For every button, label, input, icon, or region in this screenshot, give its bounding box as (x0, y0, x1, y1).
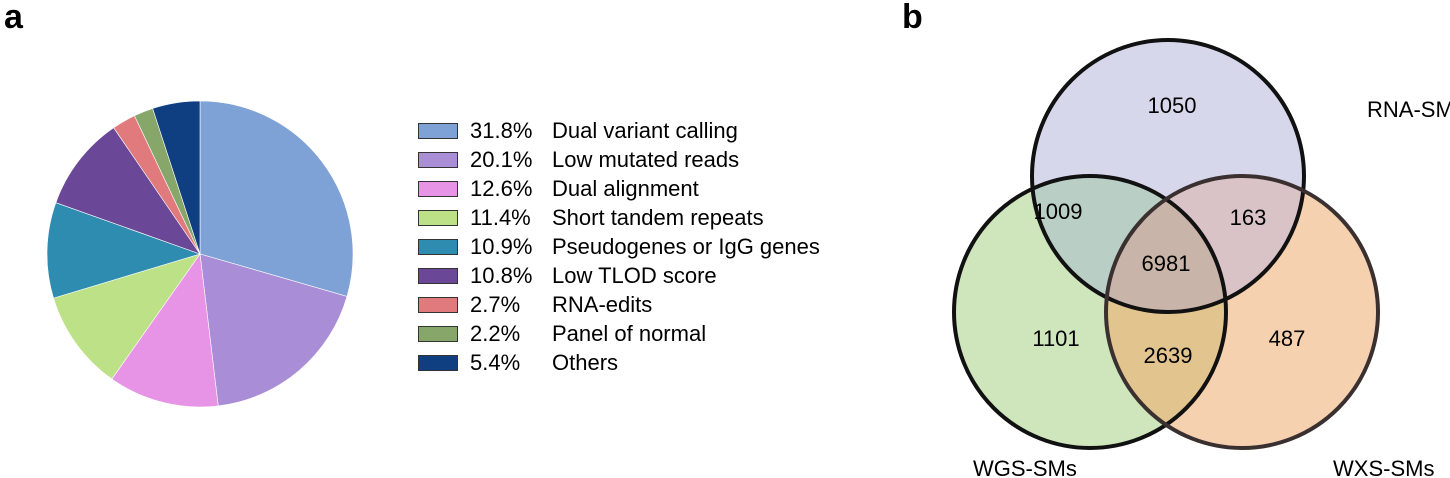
pie-slice-short-tandem-repeats (53, 253, 201, 380)
pie-legend: 31.8% Dual variant calling 20.1% Low mutate… (418, 116, 820, 377)
legend-item: 5.4% Others (418, 348, 820, 377)
legend-percent: 11.4% (470, 204, 531, 230)
legend-percent: 20.1% (470, 146, 533, 172)
legend-swatch (418, 238, 458, 255)
pie-chart (46, 100, 354, 408)
pie-slice-dual-alignment (111, 253, 219, 408)
legend-item: 2.7% RNA-edits (418, 290, 820, 319)
venn-diagram: 1050 1009 163 6981 1101 487 2639 RNA-SMsWGS-SMs… (952, 38, 1450, 478)
panel-label-b: b (902, 0, 923, 36)
pie-slice-dual-variant-calling (199, 100, 354, 297)
legend-percent: 2.2% (470, 320, 521, 346)
legend-swatch (418, 325, 458, 342)
pie-slice-others (152, 100, 201, 255)
legend-percent: 5.4% (470, 349, 521, 375)
legend-item: 10.9% Pseudogenes or IgG genes (418, 232, 820, 261)
legend-swatch (418, 151, 458, 168)
venn-count-rna-wgs: 1009 (1034, 199, 1083, 224)
legend-percent: 2.7% (470, 291, 521, 317)
legend-swatch (418, 209, 458, 226)
venn-count-wgs-wxs: 2639 (1144, 343, 1193, 368)
venn-outline-rna (1030, 38, 1306, 314)
legend-item: 11.4% Short tandem repeats (418, 203, 820, 232)
venn-set-label-rna-sms: RNA-SMs (1367, 97, 1450, 122)
legend-label: RNA-edits (552, 291, 653, 317)
legend-swatch (418, 180, 458, 197)
legend-item: 20.1% Low mutated reads (418, 145, 820, 174)
legend-swatch (418, 296, 458, 313)
venn-set-label-wxs-sms: WXS-SMs (1333, 456, 1434, 478)
legend-label: Dual variant calling (552, 117, 738, 143)
legend-percent: 12.6% (470, 175, 533, 201)
legend-label: Panel of normal (552, 320, 707, 346)
legend-label: Low TLOD score (552, 262, 717, 288)
legend-item: 10.8% Low TLOD score (418, 261, 820, 290)
venn-count-wxs-only: 487 (1269, 326, 1306, 351)
legend-swatch (418, 122, 458, 139)
venn-count-rna-wxs: 163 (1230, 205, 1267, 230)
venn-outline-wgs (952, 174, 1228, 450)
legend-label: Short tandem repeats (552, 204, 764, 230)
venn-set-label-wgs-sms: WGS-SMs (973, 456, 1077, 478)
legend-label: Low mutated reads (552, 146, 740, 172)
venn-outline-wxs (1104, 174, 1380, 450)
pie-slice-low-mutated-reads (199, 253, 348, 407)
legend-label: Pseudogenes or IgG genes (552, 233, 820, 259)
legend-percent: 31.8% (470, 117, 533, 143)
venn-count-all-three: 6981 (1142, 251, 1191, 276)
legend-swatch (418, 267, 458, 284)
venn-overlap-all (1106, 176, 1226, 312)
legend-label: Dual alignment (552, 175, 699, 201)
venn-count-wgs-only: 1101 (1032, 326, 1079, 351)
legend-percent: 10.8% (470, 262, 533, 288)
legend-item: 2.2% Panel of normal (418, 319, 820, 348)
legend-swatch (418, 354, 458, 371)
legend-item: 12.6% Dual alignment (418, 174, 820, 203)
legend-item: 31.8% Dual variant calling (418, 116, 820, 145)
venn-count-rna-only: 1050 (1148, 93, 1197, 118)
legend-percent: 10.9% (470, 233, 533, 259)
pie-slice-pseudogenes-or-igg-genes (46, 202, 201, 299)
legend-label: Others (552, 349, 619, 375)
pie-slice-low-tlod-score (55, 127, 201, 255)
panel-label-a: a (4, 0, 23, 36)
